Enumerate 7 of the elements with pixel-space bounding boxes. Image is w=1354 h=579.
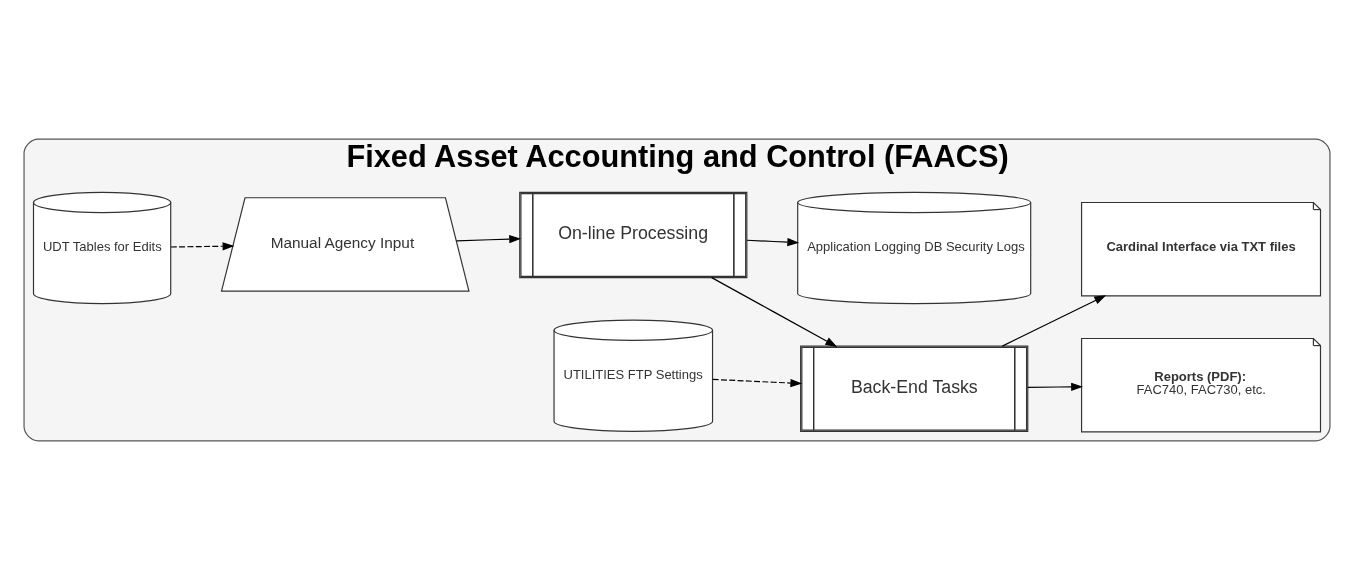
arrow [455,234,522,243]
arrow [712,378,803,387]
arrow [1027,382,1083,391]
arrow [711,276,838,347]
arrow [170,241,235,250]
arrow [1001,294,1107,347]
arrow [746,237,800,246]
